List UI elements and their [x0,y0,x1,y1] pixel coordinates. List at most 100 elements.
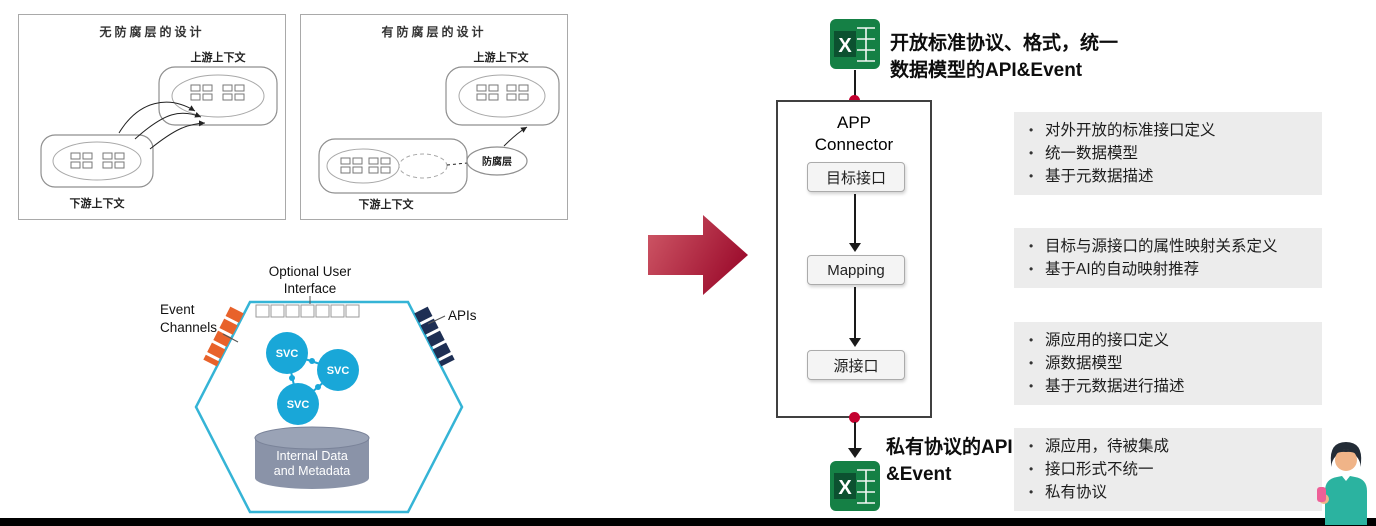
presenter-prop [1317,487,1326,502]
acl-panel-with: 有防腐层的设计 上游上下文 [300,14,568,220]
note-item: 统一数据模型 [1028,142,1308,165]
apis-label: APIs [448,308,477,323]
step-arrow-line [854,287,856,339]
anti-corruption-layer-label: 防腐层 [482,155,512,168]
bottom-caption-line2: &Event [886,464,952,485]
top-caption: 开放标准协议、格式，统一 数据模型的API&Event [890,30,1118,84]
downstream-boundary-ellipse [326,148,400,184]
connector-line-bottom [854,422,856,448]
note-box-source-interface: 源应用的接口定义 源数据模型 基于元数据进行描述 [1014,322,1322,405]
downstream-context-box [40,134,154,188]
svc-link-node [289,375,295,381]
transition-arrow [648,215,748,295]
svc-link-node [315,384,321,390]
note-item: 基于AI的自动映射推荐 [1028,258,1308,281]
datastore-cylinder [254,426,370,489]
downstream-boundary-ellipse [52,141,142,181]
anti-corruption-layer-ellipse [466,146,528,176]
presenter-hair [1330,442,1362,467]
app-connector-title-line1: APP [836,113,872,132]
hexagon-architecture-diagram: Optional User Interface Event Channels A… [160,264,477,514]
dependency-arrow [134,111,202,140]
dependency-arrow [118,101,196,134]
svc-circle [266,332,308,374]
panel-title-with: 有防腐层的设计 [381,25,487,39]
bottom-caption-line1: 私有协议的API [886,437,1013,458]
note-item: 目标与源接口的属性映射关系定义 [1028,235,1308,258]
note-item: 对外开放的标准接口定义 [1028,119,1308,142]
module-cluster [190,84,213,101]
module-cluster [368,157,391,174]
downstream-context-label: 下游上下文 [359,197,415,211]
datastore-label-line1: Internal Data [276,449,348,463]
app-connector-title: APP Connector [778,112,930,156]
note-box-mapping: 目标与源接口的属性映射关系定义 基于AI的自动映射推荐 [1014,228,1322,288]
excel-icon-top: X [830,19,880,69]
dependency-arrow [149,120,206,150]
bridge-link [446,162,468,166]
upstream-boundary-ellipse [458,74,546,118]
module-cluster [222,84,245,101]
note-item: 基于元数据进行描述 [1028,375,1308,398]
note-box-source-app: 源应用，待被集成 接口形式不统一 私有协议 [1014,428,1322,511]
step-target-interface: 目标接口 [807,162,905,192]
ui-ports-row [255,304,360,318]
event-channels-label-line2: Channels [160,320,217,335]
app-connector-box: APP Connector 目标接口 Mapping 源接口 [776,100,932,418]
top-caption-line2: 数据模型的API&Event [890,60,1083,81]
step-arrowhead [849,243,861,252]
datastore-label-line2: and Metadata [274,464,350,478]
note-item: 源应用，待被集成 [1028,435,1308,458]
svc-circle [317,349,359,391]
module-cluster [476,84,499,101]
module-cluster [70,152,93,169]
bottom-letterbox-bar [0,518,1376,526]
note-item: 源数据模型 [1028,352,1308,375]
note-item: 私有协议 [1028,481,1308,504]
upstream-context-label: 上游上下文 [474,50,530,64]
apis-bar [414,306,455,367]
note-box-open-standard: 对外开放的标准接口定义 统一数据模型 基于元数据描述 [1014,112,1322,195]
step-arrowhead [849,338,861,347]
presenter-body [1325,476,1367,525]
presenter-face [1335,449,1357,471]
dependency-arrow [503,126,528,147]
presenter-fringe [1332,449,1360,460]
connector-arrowhead-bottom [848,448,862,458]
note-item: 接口形式不统一 [1028,458,1308,481]
top-caption-line1: 开放标准协议、格式，统一 [890,33,1119,54]
module-cluster [340,157,363,174]
step-arrow-line [854,194,856,244]
svc-label: SVC [327,365,350,377]
svc-label: SVC [287,399,310,411]
step-mapping: Mapping [807,255,905,285]
acl-diagram-without: 上游上下文 下游上下文 [40,50,278,210]
bottom-caption: 私有协议的API &Event [886,434,1013,488]
event-channels-pointer-line [222,333,239,343]
step-source-interface: 源接口 [807,350,905,380]
svc-link-node [309,358,315,364]
svg-text:X: X [838,477,852,499]
upstream-context-label: 上游上下文 [191,50,247,64]
svc-label: SVC [276,348,299,360]
upstream-boundary-ellipse [171,74,265,118]
svg-text:X: X [838,35,852,57]
note-item: 基于元数据描述 [1028,165,1308,188]
module-cluster [506,84,529,101]
downstream-context-label: 下游上下文 [70,196,126,210]
upstream-context-box [158,66,278,126]
bridge-ellipse [398,153,448,179]
panel-title-without: 无防腐层的设计 [99,25,205,39]
optional-ui-label-line2: Interface [284,281,337,296]
acl-panel-without: 无防腐层的设计 上游上下文 [18,14,286,220]
svc-circle [277,383,319,425]
optional-ui-label-line1: Optional User [269,264,352,279]
apis-pointer-line [427,315,446,325]
excel-icon-bottom: X [830,461,880,511]
app-connector-title-line2: Connector [814,135,894,154]
upstream-context-box [445,66,560,126]
event-channels-bar [203,306,244,367]
connector-line-top [854,70,856,100]
downstream-context-box [318,138,468,194]
